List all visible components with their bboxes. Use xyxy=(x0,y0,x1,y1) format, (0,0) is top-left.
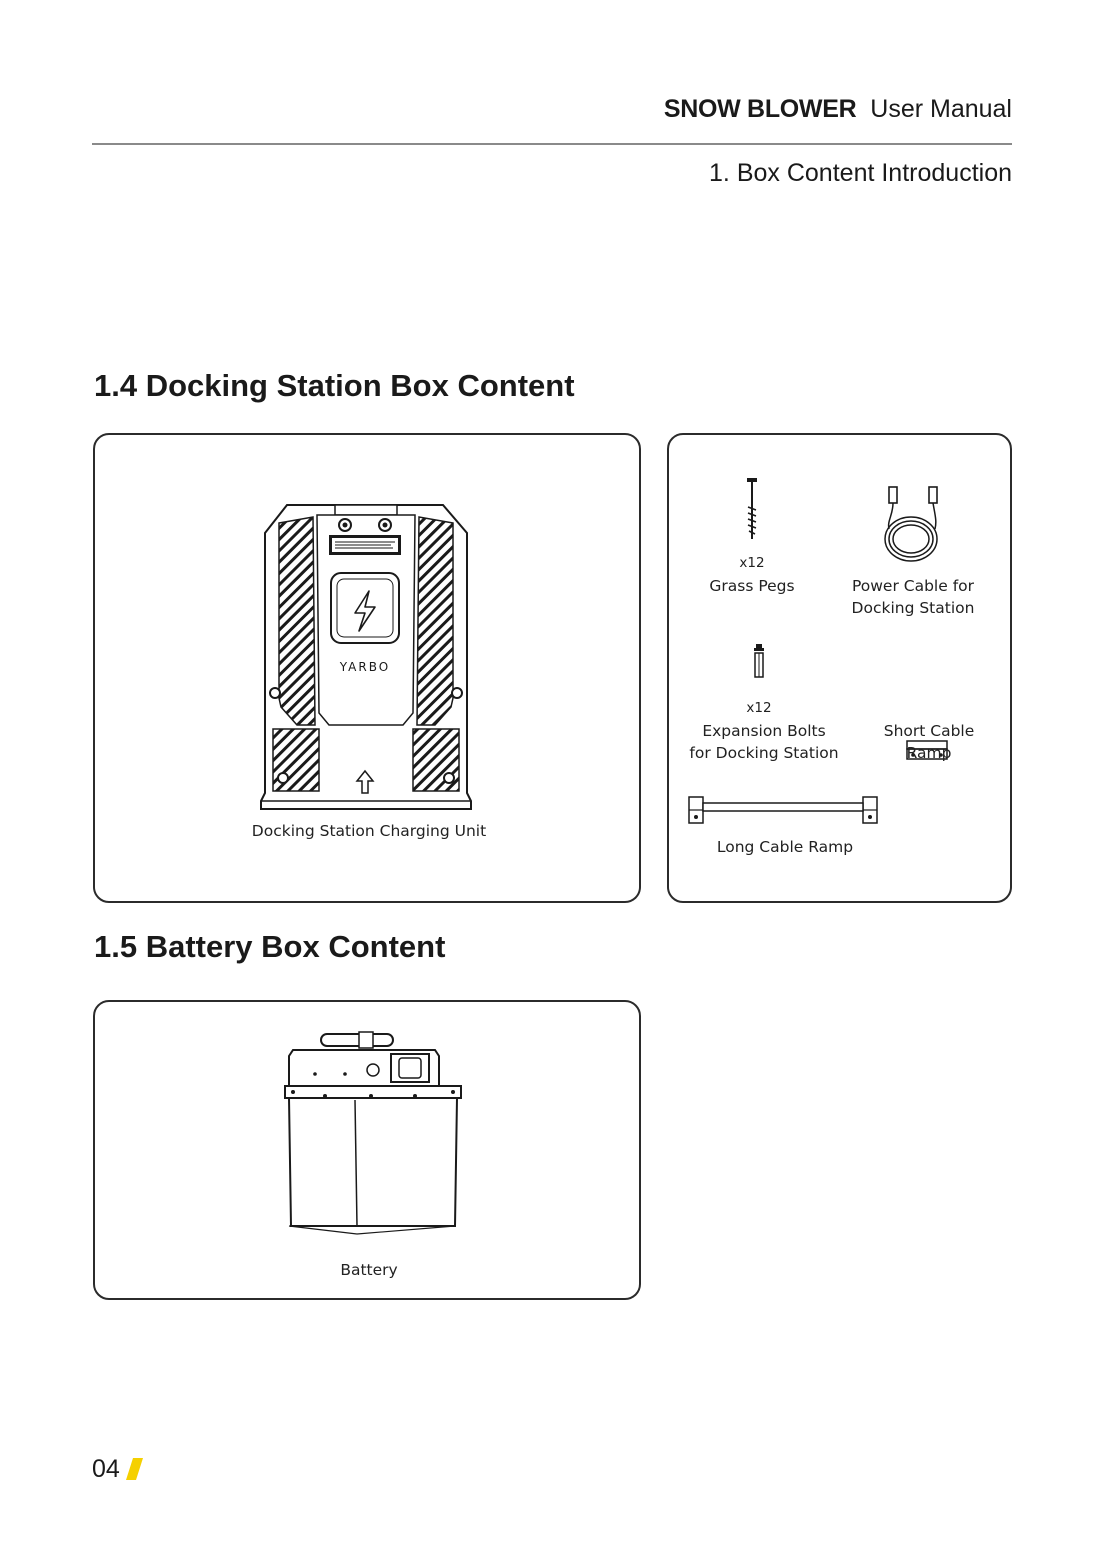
document-title: User Manual xyxy=(870,95,1012,123)
section-title: 1. Box Content Introduction xyxy=(709,159,1012,187)
power-cable-icon xyxy=(884,486,938,562)
expansion-bolts-qty: x12 xyxy=(746,700,772,716)
docking-station-illustration: YARBO xyxy=(260,504,472,810)
up-arrow-icon xyxy=(355,769,375,794)
accessories-panel: x12 Grass Pegs Power Cable for Docking S… xyxy=(667,433,1012,903)
header-divider xyxy=(92,143,1012,145)
power-cable-caption-line2: Docking Station xyxy=(851,599,975,617)
charging-unit-caption: Docking Station Charging Unit xyxy=(251,822,487,840)
page-accent-mark xyxy=(126,1458,143,1480)
docking-station-panel: YARBO Docking Station Charging Unit xyxy=(93,433,641,903)
short-cable-ramp-icon xyxy=(906,740,948,760)
power-cable-caption-line1: Power Cable for xyxy=(851,577,975,595)
long-cable-ramp-icon xyxy=(688,796,878,824)
lightning-bolt-icon xyxy=(354,590,376,632)
battery-illustration xyxy=(284,1031,462,1235)
running-header: SNOW BLOWER User Manual xyxy=(560,95,1012,124)
battery-panel: Battery xyxy=(93,1000,641,1300)
battery-caption: Battery xyxy=(340,1261,398,1279)
grass-pegs-caption: Grass Pegs xyxy=(709,577,795,595)
expansion-bolts-caption-line2: for Docking Station xyxy=(689,744,839,762)
brand-name: SNOW BLOWER xyxy=(663,95,857,123)
expansion-bolts-caption-line1: Expansion Bolts xyxy=(702,722,826,740)
short-cable-ramp-caption-line2: Ramp xyxy=(906,744,952,762)
short-cable-ramp-caption-line1: Short Cable xyxy=(883,722,975,740)
grass-pegs-qty: x12 xyxy=(739,555,765,571)
battery-heading: 1.5 Battery Box Content xyxy=(94,929,446,964)
long-cable-ramp-caption: Long Cable Ramp xyxy=(716,838,854,856)
page-number: 04 xyxy=(92,1455,120,1483)
yarbo-logo: YARBO xyxy=(339,660,390,674)
grass-peg-icon xyxy=(747,478,757,539)
expansion-bolt-icon xyxy=(754,644,764,678)
docking-heading: 1.4 Docking Station Box Content xyxy=(94,368,575,403)
